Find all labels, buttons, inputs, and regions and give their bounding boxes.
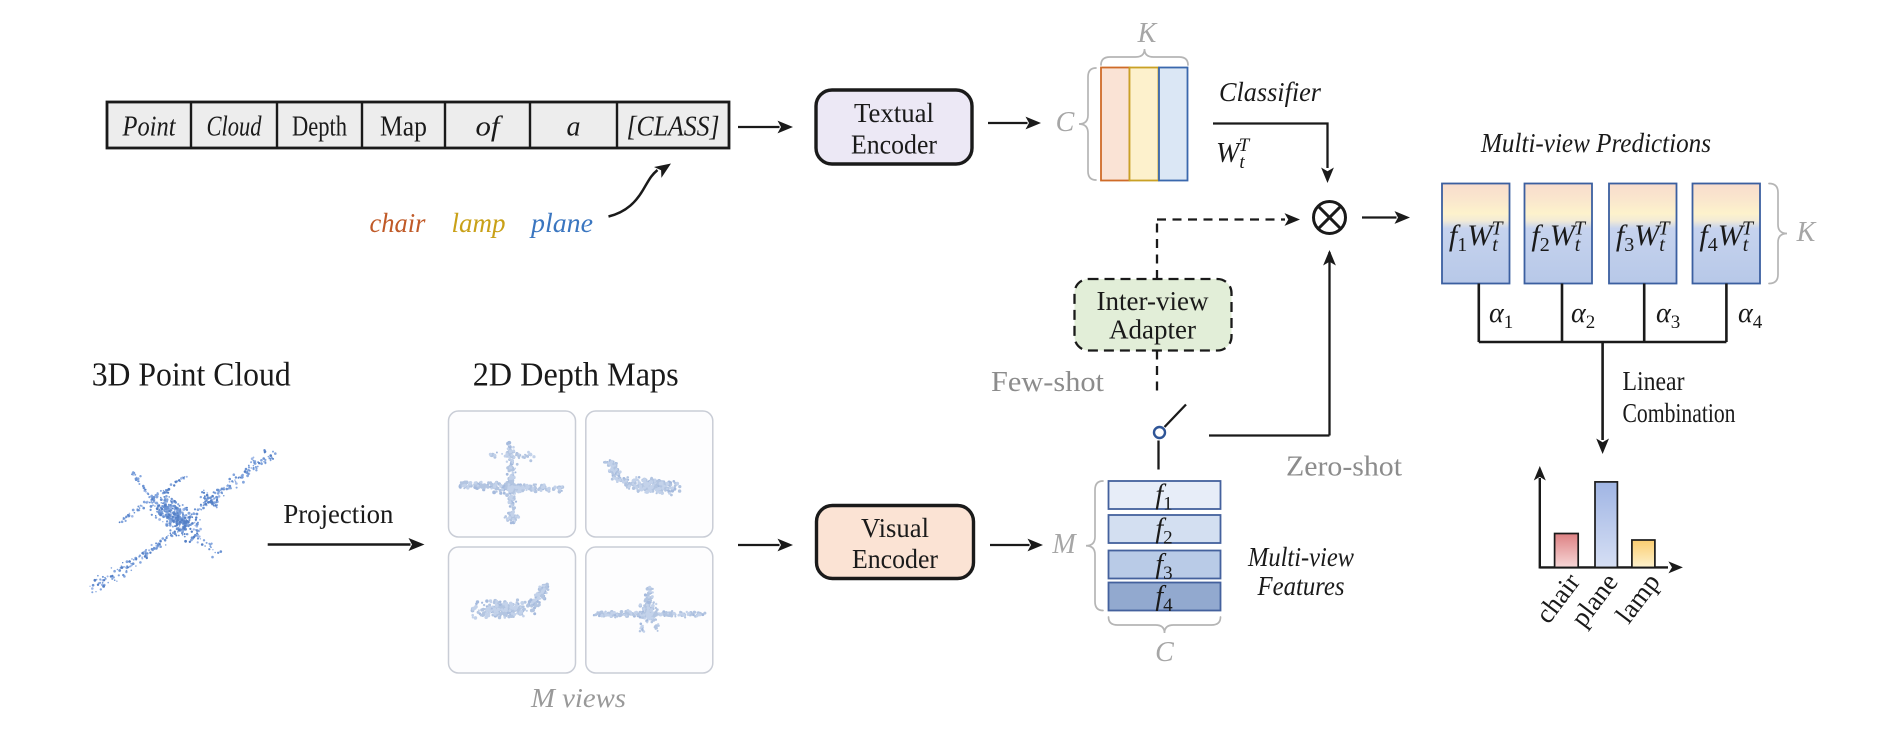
svg-text:Adapter: Adapter [1109, 315, 1196, 345]
svg-text:lamp: lamp [1609, 568, 1665, 629]
svg-text:chair: chair [370, 208, 426, 238]
svg-text:Visual: Visual [861, 513, 929, 543]
svg-text:C: C [1155, 637, 1174, 668]
svg-text:Multi-view Predictions: Multi-view Predictions [1480, 128, 1711, 158]
svg-text:3D Point Cloud: 3D Point Cloud [92, 357, 291, 394]
svg-text:K: K [1796, 217, 1817, 248]
svg-text:Depth: Depth [292, 112, 347, 143]
svg-text:Multi-view: Multi-view [1247, 542, 1354, 572]
svg-text:f3WtT: f3WtT [1616, 218, 1671, 257]
svg-text:WtT: WtT [1216, 135, 1251, 173]
svg-text:Encoder: Encoder [852, 544, 938, 574]
svg-text:Encoder: Encoder [851, 130, 937, 160]
svg-text:Point: Point [122, 112, 177, 143]
svg-text:of: of [476, 112, 504, 143]
svg-text:Textual: Textual [854, 98, 934, 128]
svg-text:α2: α2 [1571, 298, 1595, 333]
svg-text:α3: α3 [1656, 298, 1680, 333]
svg-text:Inter-view: Inter-view [1097, 286, 1209, 316]
svg-text:Linear: Linear [1623, 366, 1685, 396]
svg-text:f1WtT: f1WtT [1449, 218, 1504, 257]
svg-text:α4: α4 [1738, 298, 1763, 333]
svg-text:M views: M views [530, 683, 626, 713]
svg-text:a: a [567, 112, 581, 143]
svg-text:[CLASS]: [CLASS] [627, 112, 720, 143]
svg-text:K: K [1137, 18, 1158, 49]
svg-text:plane: plane [529, 208, 593, 238]
svg-text:Zero-shot: Zero-shot [1286, 452, 1402, 483]
svg-text:Cloud: Cloud [207, 112, 263, 143]
svg-text:f2WtT: f2WtT [1531, 218, 1586, 257]
svg-text:Projection: Projection [283, 499, 393, 529]
svg-text:lamp: lamp [452, 208, 506, 238]
svg-text:Few-shot: Few-shot [991, 367, 1104, 398]
svg-text:C: C [1056, 107, 1075, 138]
svg-text:Features: Features [1257, 571, 1345, 601]
svg-text:f4WtT: f4WtT [1699, 218, 1754, 257]
svg-text:Classifier: Classifier [1219, 77, 1321, 107]
svg-text:α1: α1 [1489, 298, 1513, 333]
svg-text:2D Depth Maps: 2D Depth Maps [473, 357, 679, 394]
svg-text:Combination: Combination [1623, 398, 1736, 428]
svg-text:M: M [1051, 529, 1077, 560]
svg-text:Map: Map [380, 112, 427, 143]
